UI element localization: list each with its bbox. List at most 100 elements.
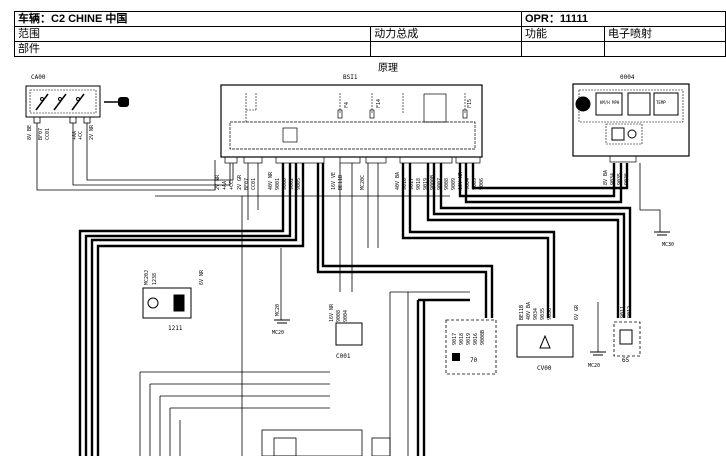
- svg-text:+CC: +CC: [229, 181, 235, 190]
- cv00-connector-labels: BE11B 40V BA 9034 9035 9036 6V GR: [519, 302, 580, 320]
- ground-mc20a: [274, 319, 290, 324]
- svg-text:+AA: +AA: [72, 131, 78, 140]
- svg-text:16V VE: 16V VE: [331, 172, 337, 190]
- c70-sensor-icon: [452, 353, 460, 361]
- c001-connector-labels: 16V NR 9008 9004: [329, 303, 349, 322]
- svg-text:F15: F15: [467, 99, 473, 108]
- svg-text:F4: F4: [344, 102, 350, 108]
- svg-text:9016: 9016: [402, 178, 408, 190]
- c70-connector-labels: 9017 9018 9019 9016 9000B: [452, 330, 486, 345]
- svg-text:9002: 9002: [289, 178, 295, 190]
- svg-text:MC20J: MC20J: [144, 270, 150, 285]
- svg-text:F14: F14: [376, 99, 382, 108]
- svg-text:BF07: BF07: [38, 128, 44, 140]
- svg-text:9005: 9005: [296, 178, 302, 190]
- svg-text:9001: 9001: [275, 178, 281, 190]
- c70-box: [445, 319, 497, 375]
- bsi1-fuse-labels: F4 F14 F15: [344, 99, 473, 108]
- key-icon: [104, 97, 129, 107]
- c65-connector-labels: 9011 9012: [620, 306, 633, 318]
- mc30-label: MC30: [662, 242, 674, 248]
- svg-text:6V GR: 6V GR: [574, 304, 580, 320]
- svg-text:1238: 1238: [152, 273, 158, 285]
- ground-mc30: [654, 231, 670, 236]
- c1211-label: 1211: [168, 325, 183, 332]
- svg-text:9008: 9008: [444, 178, 450, 190]
- svg-text:CC01: CC01: [251, 178, 257, 190]
- svg-text:40V NR: 40V NR: [268, 171, 274, 190]
- cv00-box: [516, 324, 574, 358]
- svg-text:9004: 9004: [343, 310, 349, 322]
- bsi1-connector-pins: [224, 156, 481, 164]
- function-label-cell: 功能: [521, 26, 605, 42]
- part-label-cell: 部件: [13, 41, 372, 57]
- svg-text:9016: 9016: [473, 333, 479, 345]
- ground-mc20b: [590, 351, 606, 356]
- svg-text:+AA: +AA: [222, 181, 228, 190]
- c0004-cluster: [572, 83, 690, 157]
- cv00-warning-icon: [539, 334, 551, 349]
- ca00-ignition-switch: [25, 85, 101, 118]
- speedometer-icon: KM/H MPH: [600, 100, 620, 105]
- mc20b-label: MC20: [588, 363, 600, 369]
- svg-text:9019: 9019: [466, 333, 472, 345]
- svg-text:9006: 9006: [479, 178, 485, 190]
- svg-text:BE11B: BE11B: [519, 305, 525, 320]
- temperature-gauge-icon: TEMP: [656, 100, 666, 105]
- svg-text:CC01: CC01: [45, 128, 51, 140]
- svg-text:8V BE: 8V BE: [27, 125, 33, 140]
- svg-text:9018: 9018: [459, 333, 465, 345]
- lower-components: [261, 429, 391, 456]
- svg-text:9000: 9000: [282, 178, 288, 190]
- cv00-label: CV00: [537, 365, 552, 372]
- svg-text:+CC: +CC: [78, 131, 84, 140]
- svg-text:9036: 9036: [547, 308, 553, 320]
- svg-text:9012: 9012: [627, 306, 633, 318]
- svg-text:9017: 9017: [409, 178, 415, 190]
- svg-text:9019: 9019: [423, 178, 429, 190]
- thick-harness-wires: [78, 163, 632, 456]
- bsi1-label: BSI1: [343, 74, 358, 81]
- svg-text:9008: 9008: [336, 310, 342, 322]
- svg-text:9035: 9035: [540, 308, 546, 320]
- svg-text:9034: 9034: [533, 308, 539, 320]
- header-table: 车辆：C2 CHINE 中国 OPR：11111 范围 动力总成 功能 电子喷射…: [13, 11, 726, 57]
- c001-label: C001: [336, 353, 351, 360]
- svg-text:9009: 9009: [451, 178, 457, 190]
- svg-text:TEMP: TEMP: [656, 100, 666, 105]
- svg-text:BF07: BF07: [244, 178, 250, 190]
- principle-title: 原理: [378, 62, 398, 74]
- svg-text:2V NR: 2V NR: [89, 124, 95, 140]
- mc20a-label: MC20: [272, 330, 284, 336]
- svg-text:MC20C: MC20C: [360, 175, 366, 190]
- svg-text:9004: 9004: [465, 178, 471, 190]
- svg-text:2V GR: 2V GR: [237, 174, 243, 190]
- svg-text:9017: 9017: [452, 333, 458, 345]
- c65-label: 65: [622, 357, 630, 364]
- c1211-connector-labels: MC20J 1238 6V NR: [144, 269, 205, 285]
- svg-text:40V BA: 40V BA: [526, 302, 532, 320]
- thin-wires: [36, 123, 661, 456]
- ca00-label: CA00: [31, 74, 46, 81]
- c65-box: [613, 321, 641, 357]
- c1211-fuel-pump: [142, 287, 192, 319]
- svg-text:9005: 9005: [472, 178, 478, 190]
- c001-box: [335, 322, 363, 346]
- svg-text:2V NR: 2V NR: [215, 174, 221, 190]
- part-value-cell: [604, 41, 726, 57]
- svg-text:9000B: 9000B: [480, 330, 486, 345]
- svg-text:6V NR: 6V NR: [199, 269, 205, 285]
- c0004-label: 0004: [620, 74, 635, 81]
- ca00-pin-labels: 8V BE BF07 CC01 +AA +CC 2V NR: [27, 124, 95, 140]
- bsi1-box: [220, 84, 483, 158]
- svg-text:40V BA: 40V BA: [395, 172, 401, 190]
- c65-component-icon: [619, 329, 633, 345]
- svg-text:8V BA: 8V BA: [603, 170, 609, 185]
- svg-text:9011: 9011: [620, 306, 626, 318]
- bsi1-connector-labels: 2V NR +AA +CC 2V GR BF07 CC01 40V NR 900…: [215, 171, 485, 190]
- c0004-pins: [609, 155, 637, 163]
- ca00-pins: [33, 116, 91, 124]
- svg-text:KM/H MPH: KM/H MPH: [600, 100, 620, 105]
- svg-text:16V NR: 16V NR: [329, 303, 335, 322]
